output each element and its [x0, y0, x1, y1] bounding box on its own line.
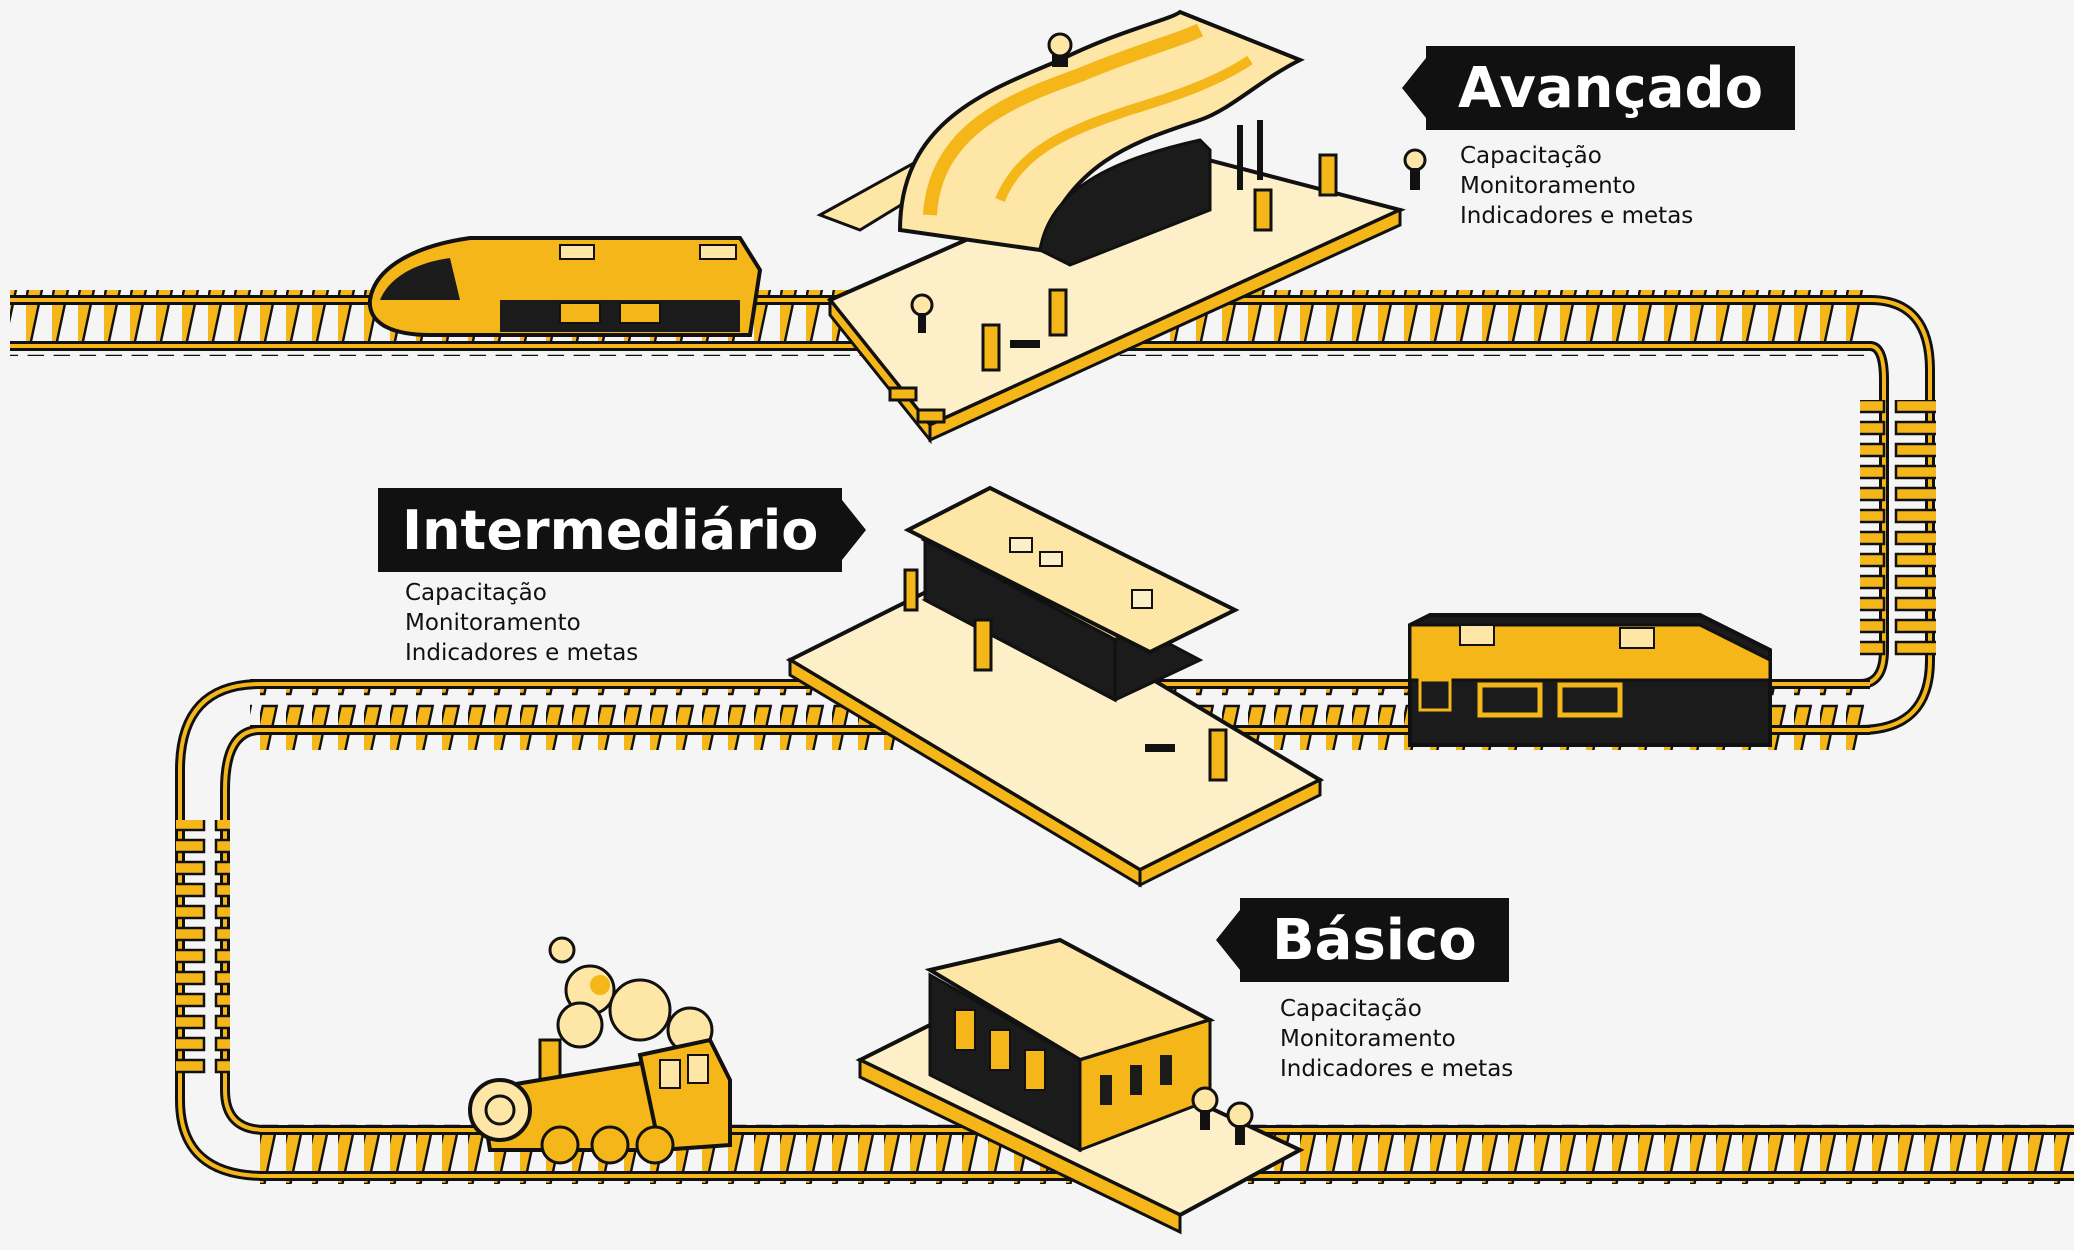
track-right-ties: [1860, 400, 1936, 660]
stage-title-basic: Básico: [1216, 898, 1509, 982]
pointer-right-icon: [842, 500, 867, 560]
list-item: Capacitação: [1280, 996, 1422, 1022]
stage-title-intermediate: Intermediário: [378, 488, 867, 572]
basic-station: [855, 937, 1305, 1235]
regional-train: [1408, 613, 1772, 747]
bullet-train: [367, 236, 763, 337]
steam-locomotive: [468, 936, 732, 1165]
station-roof: [903, 485, 1240, 655]
list-item: Monitoramento: [405, 610, 581, 636]
advanced-station: [816, 9, 1427, 445]
stage-title-text: Básico: [1272, 907, 1477, 973]
list-item: Indicadores e metas: [1280, 1056, 1514, 1082]
list-item: Indicadores e metas: [1460, 203, 1694, 229]
intermediate-station: [785, 485, 1325, 888]
stage-items-intermediate: Capacitação Monitoramento Indicadores e …: [405, 578, 638, 668]
list-item: Indicadores e metas: [405, 640, 639, 666]
stage-title-text: Intermediário: [402, 498, 819, 562]
stage-title-advanced: Avançado: [1402, 46, 1796, 130]
stage-items-advanced: Capacitação Monitoramento Indicadores e …: [1460, 141, 1693, 231]
pointer-left-icon: [1216, 910, 1240, 970]
list-item: Capacitação: [405, 580, 547, 606]
stage-items-basic: Capacitação Monitoramento Indicadores e …: [1280, 994, 1513, 1084]
stage-title-text: Avançado: [1458, 55, 1764, 121]
list-item: Monitoramento: [1460, 173, 1636, 199]
track-left-ties: [176, 820, 230, 1080]
list-item: Capacitação: [1460, 143, 1602, 169]
pointer-left-icon: [1402, 58, 1426, 118]
list-item: Monitoramento: [1280, 1026, 1456, 1052]
